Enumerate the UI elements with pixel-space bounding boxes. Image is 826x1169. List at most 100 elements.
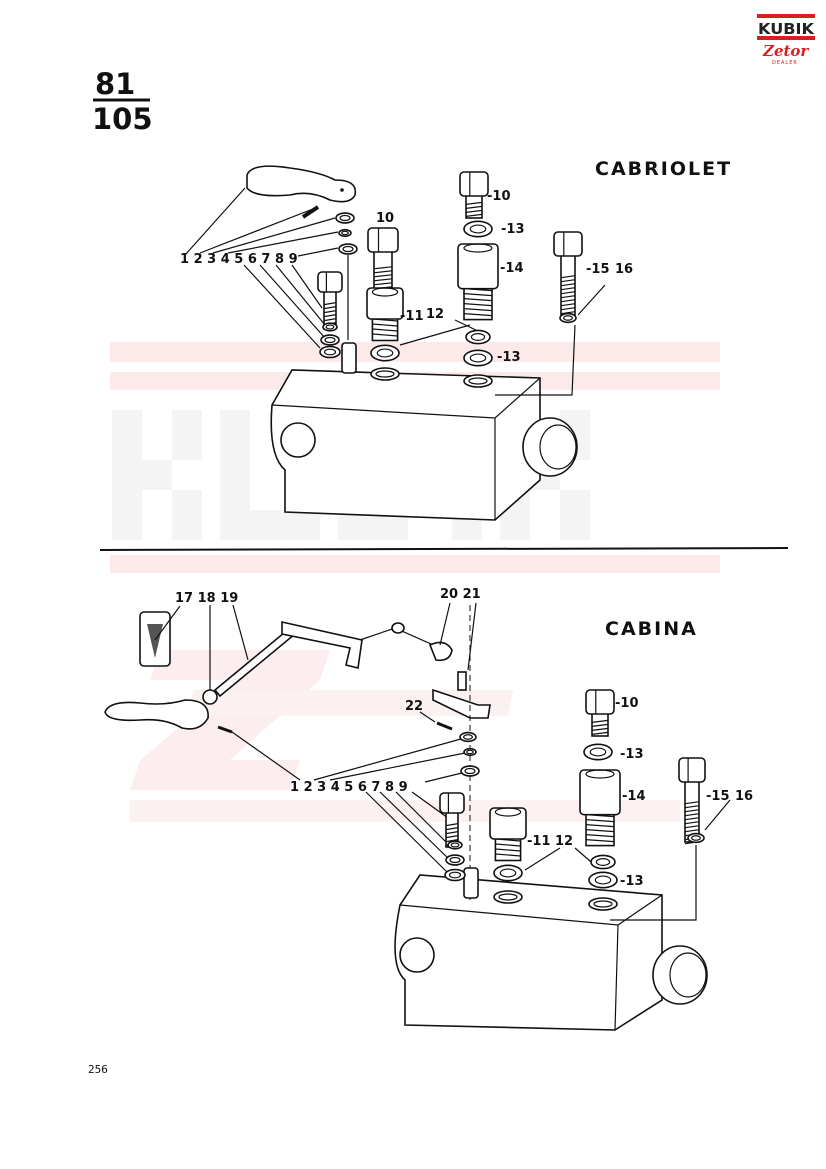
thread-line <box>465 209 483 213</box>
thread-line <box>591 731 609 735</box>
callout-20-21: 20 21 <box>440 587 481 602</box>
callout-12: 12 <box>555 834 573 849</box>
hand-lever <box>104 699 209 730</box>
washer-hole <box>339 214 351 222</box>
watermark-letter-block <box>112 410 142 540</box>
thread-line <box>560 279 576 283</box>
washer-hole <box>449 856 461 864</box>
washer-hole <box>325 324 335 330</box>
thread-line <box>560 307 576 311</box>
thread-line <box>373 278 393 282</box>
thread-line <box>372 333 398 337</box>
section-divider <box>99 547 789 551</box>
washer <box>463 349 493 367</box>
washer-hole <box>341 230 349 236</box>
callout-10: -10 <box>615 696 639 711</box>
washer-hole <box>470 333 486 341</box>
fitting-bore <box>494 807 522 817</box>
thread-line <box>560 299 576 303</box>
washer <box>588 871 618 889</box>
washer <box>459 731 477 743</box>
washer-hole <box>463 734 474 740</box>
watermark-sub-stripe <box>187 690 514 716</box>
washer-hole <box>589 747 607 757</box>
thread-line <box>684 801 700 805</box>
washer-hole <box>594 875 612 885</box>
housing-bore <box>399 937 435 973</box>
thread-line <box>684 821 700 825</box>
thread-line <box>591 723 609 727</box>
thread-line <box>323 310 337 314</box>
washer-hole <box>324 336 336 344</box>
threaded-hole <box>588 897 618 911</box>
thread-line <box>445 827 459 831</box>
thread-line <box>445 835 459 839</box>
thread-line <box>585 829 615 833</box>
thread-line <box>684 813 700 817</box>
thread-line <box>560 291 576 295</box>
washer-hole <box>690 835 701 841</box>
watermark-letter-block <box>368 515 408 540</box>
pin <box>301 205 320 219</box>
callout-12: 12 <box>426 307 444 322</box>
thread-line <box>585 819 615 823</box>
washer <box>463 220 493 238</box>
washer-hole <box>376 348 394 358</box>
thread-line <box>372 328 398 332</box>
page-number: 256 <box>88 1063 108 1076</box>
watermark-letter-block <box>142 460 172 490</box>
thread-line <box>495 853 521 857</box>
knob <box>428 641 453 662</box>
callout-14: -14 <box>500 261 524 276</box>
thread-line <box>684 809 700 813</box>
washer-hole <box>342 245 354 253</box>
thread-line <box>445 839 459 843</box>
thread-line <box>465 201 483 205</box>
spring <box>463 867 479 899</box>
pin <box>436 721 453 731</box>
section-title-cabriolet: CABRIOLET <box>595 158 732 180</box>
washer-hole <box>450 842 460 848</box>
housing-bore <box>280 422 316 458</box>
thread-line <box>591 727 609 731</box>
washer-hole <box>323 348 337 356</box>
thread-line <box>465 205 483 209</box>
thread-line <box>684 805 700 809</box>
washer <box>322 322 338 332</box>
watermark-sub-shape <box>130 650 330 790</box>
washer <box>583 743 613 761</box>
fitting-bore <box>463 243 493 253</box>
watermark-letter-block <box>250 510 290 540</box>
thread-line <box>684 829 700 833</box>
callout-15: -15 <box>586 262 610 277</box>
callout-16: 16 <box>615 262 633 277</box>
washer-hole <box>469 224 487 234</box>
watermark-stripe <box>110 342 720 362</box>
callout-1-9: 1 2 3 4 5 6 7 8 9 <box>290 780 408 795</box>
thread-line <box>560 311 576 315</box>
thread-line <box>498 893 518 901</box>
thread-line <box>468 377 488 385</box>
washer <box>319 345 341 359</box>
logo-sub: Zetor <box>762 42 809 60</box>
callout-11: -11 <box>527 834 551 849</box>
washer <box>320 334 340 346</box>
washer <box>335 212 355 224</box>
callout-13: -13 <box>497 350 521 365</box>
washer <box>460 765 480 777</box>
kubik-zetor-logo: KUBIK Zetor DEALER <box>757 14 815 66</box>
thread-line <box>375 370 395 378</box>
thread-line <box>373 270 393 274</box>
logo-tag: DEALER <box>772 60 798 66</box>
thread-line <box>560 287 576 291</box>
callout-1-9: 1 2 3 4 5 6 7 8 9 <box>180 252 298 267</box>
bolt-head <box>459 171 489 197</box>
bolt-head <box>585 689 615 715</box>
housing-boss <box>522 417 578 477</box>
washer <box>687 832 705 844</box>
washer <box>444 868 466 882</box>
callout-10: -10 <box>487 189 511 204</box>
callout-22: 22 <box>405 699 423 714</box>
